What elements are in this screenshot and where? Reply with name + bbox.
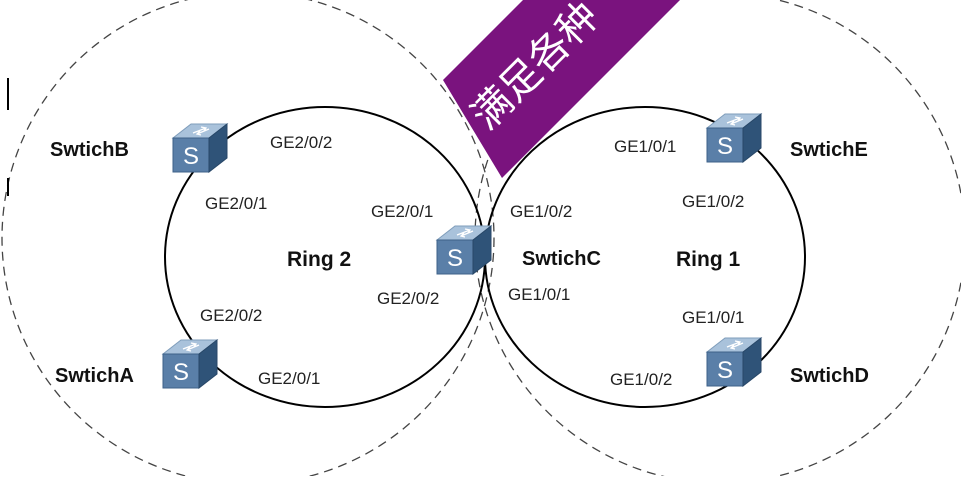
switch-c-icon: S	[436, 225, 492, 275]
svg-text:S: S	[173, 359, 189, 386]
svg-text:S: S	[717, 133, 733, 160]
switch-c-label: SwtichC	[522, 248, 601, 270]
switch-b-icon: S	[172, 123, 228, 173]
port-label: GE1/0/2	[510, 202, 572, 221]
port-label: GE1/0/1	[614, 137, 676, 156]
port-label: GE2/0/2	[377, 289, 439, 308]
switch-a-label: SwtichA	[55, 365, 134, 387]
switch-d-icon: S	[706, 337, 762, 387]
ring2-domain-boundary	[1, 0, 495, 481]
switch-d-label: SwtichD	[790, 365, 869, 387]
ring1-label: Ring 1	[676, 248, 740, 271]
switch-b-label: SwtichB	[50, 139, 129, 161]
switch-e-icon: S	[706, 113, 762, 163]
port-label: GE1/0/2	[682, 192, 744, 211]
svg-text:S: S	[183, 143, 199, 170]
port-label: GE2/0/1	[371, 202, 433, 221]
port-label: GE1/0/2	[610, 370, 672, 389]
switch-e-label: SwtichE	[790, 139, 868, 161]
port-label: GE2/0/1	[205, 194, 267, 213]
port-label: GE1/0/1	[508, 285, 570, 304]
switch-a-icon: S	[162, 339, 218, 389]
port-label: GE2/0/1	[258, 369, 320, 388]
ring2-label: Ring 2	[287, 248, 351, 271]
port-label: GE2/0/2	[270, 133, 332, 152]
port-label: GE2/0/2	[200, 306, 262, 325]
svg-text:S: S	[717, 357, 733, 384]
svg-text:S: S	[447, 245, 463, 272]
port-label: GE1/0/1	[682, 308, 744, 327]
promo-ribbon: 满足各种	[443, 0, 680, 178]
